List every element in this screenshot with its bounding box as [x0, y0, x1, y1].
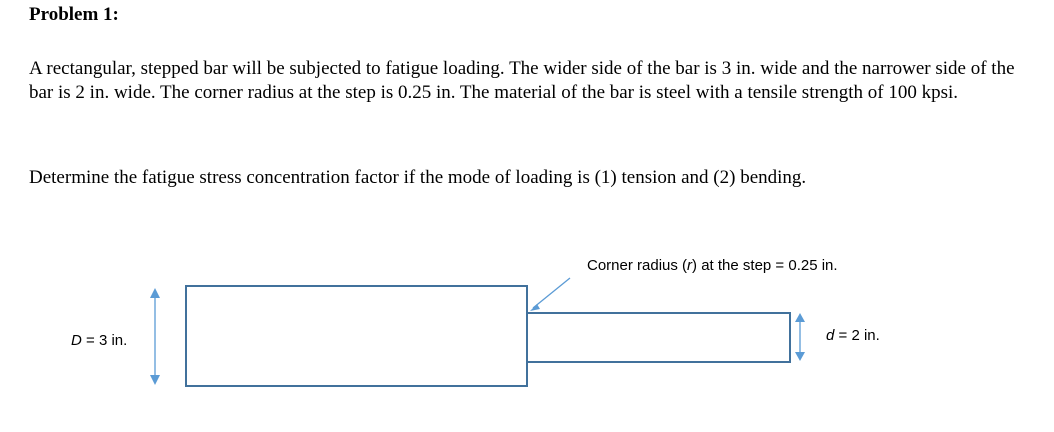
corner-radius-text: Corner radius (r) at the step = 0.25 in.	[587, 257, 838, 274]
corner-leader-arrowhead	[530, 304, 540, 311]
problem-question: Determine the fatigue stress concentrati…	[29, 167, 807, 188]
wide-dimension-label: D = 3 in.	[71, 332, 127, 349]
problem-statement: A rectangular, stepped bar will be subje…	[29, 58, 1015, 103]
narrow-bar-section	[526, 312, 791, 363]
wide-bar-section	[185, 285, 528, 387]
narrow-dimension-label: d = 2 in.	[826, 327, 880, 344]
corner-radius-label: Corner radius (r) at the step = 0.25 in.	[587, 257, 838, 274]
narrow-dimension-arrow	[795, 313, 805, 361]
corner-leader-line	[532, 277, 571, 309]
wide-dimension-arrow	[150, 288, 160, 385]
problem-title: Problem 1:	[29, 4, 119, 25]
stepped-bar-figure: Corner radius (r) at the step = 0.25 in.…	[71, 257, 880, 387]
